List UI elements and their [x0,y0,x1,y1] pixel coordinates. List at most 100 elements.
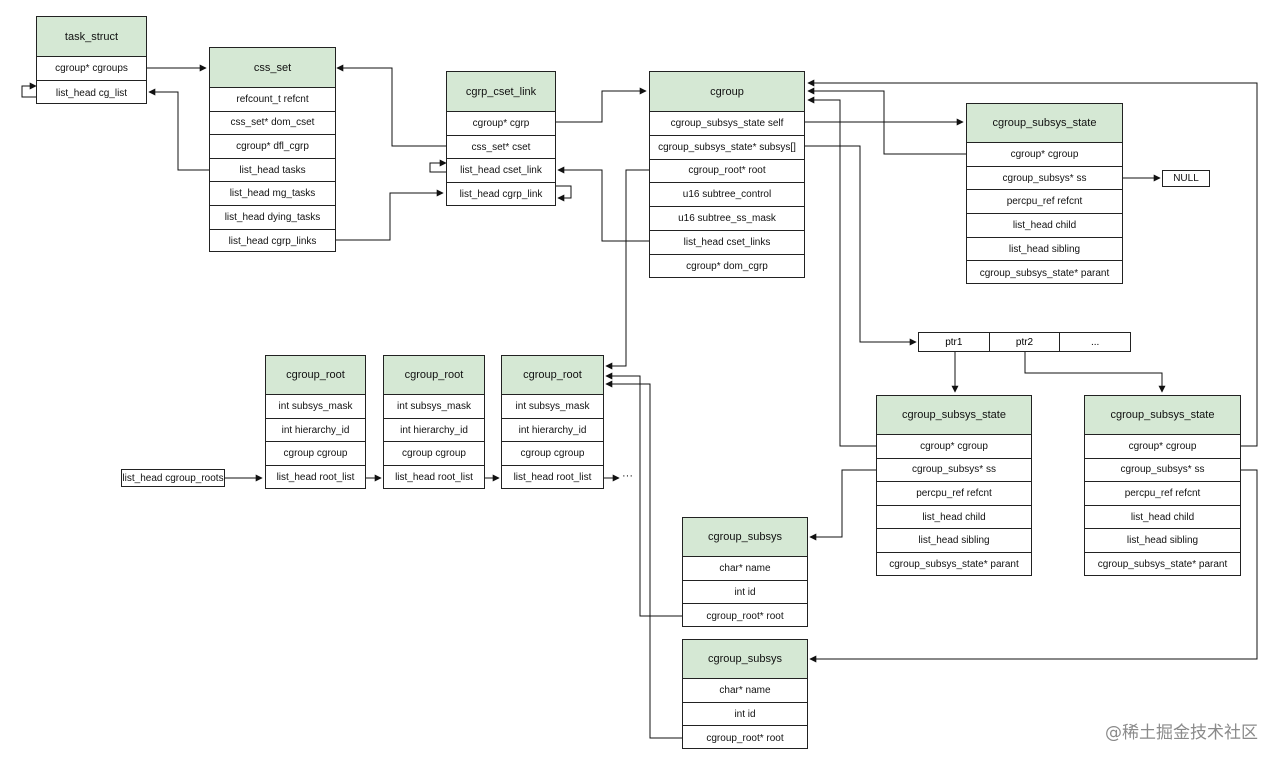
struct-field: cgroup* cgroup [877,435,1031,459]
struct-field: int id [683,703,807,727]
struct-field: char* name [683,679,807,703]
struct-field: int hierarchy_id [266,419,365,443]
struct-field: css_set* dom_cset [210,112,335,136]
struct-title: task_struct [37,17,146,57]
struct-field: list_head sibling [1085,529,1240,553]
edge-css-top-cgroup [807,87,966,155]
struct-field: cgroup_subsys* ss [1085,459,1240,483]
struct-title: cgroup_subsys_state [1085,396,1240,435]
struct-field: cgroup* dom_cgrp [686,261,768,273]
struct-field: percpu_ref refcnt [877,482,1031,506]
struct-title: cgroup_subsys [683,640,807,679]
struct-field: percpu_ref refcnt [967,190,1122,215]
struct-field: cgroup cgroup [266,442,365,467]
struct-field: cgroup_subsys_state* parant [889,559,1019,571]
edge-ptr2-to-css [1024,352,1166,393]
struct-field: list_head root_list [395,472,473,484]
struct-title: cgroup_root [266,356,365,395]
struct-field: int subsys_mask [266,395,365,419]
struct-field: percpu_ref refcnt [1085,482,1240,506]
struct-field: css_set* cset [447,136,555,160]
edge-subsys1-root [605,372,682,617]
struct-field: cgroup_subsys_state* subsys[] [650,136,804,160]
struct-field: cgroup_subsys* ss [877,459,1031,483]
struct-field: cgroup_subsys_state* parant [979,267,1110,279]
null-node: NULL [1162,170,1210,187]
struct-field: u16 subtree_control [650,183,804,208]
struct-field: cgroup cgroup [502,442,603,467]
struct-field: int hierarchy_id [384,419,484,443]
struct-field: refcount_t refcnt [210,88,335,112]
struct-field: list_head child [1085,506,1240,530]
struct-field: list_head cg_list [55,87,128,99]
edge-tasks-to-cg-list [148,88,209,171]
struct-field: list_head cset_links [650,231,804,255]
ptr-cell: ... [1091,336,1100,348]
struct-field: char* name [683,557,807,581]
struct-field: cgroup* cgroup [967,143,1122,167]
struct-field: list_head tasks [210,159,335,183]
struct-field: cgroup_subsys_state* parant [1097,559,1228,571]
struct-title: cgroup_root [502,356,603,395]
struct-field: list_head child [877,506,1031,530]
edge-css-right-ss [809,469,1258,663]
struct-field: list_head sibling [967,238,1122,262]
struct-field: int subsys_mask [502,395,603,419]
ptr-cell: ptr2 [990,333,1061,351]
struct-title: css_set [210,48,335,88]
edge-cset-to-css-set [336,64,446,147]
struct-field: cgroup_root* root [706,732,784,744]
struct-field: list_head cgrp_links [228,235,317,247]
root-list-continuation: ··· [622,470,633,482]
struct-title: cgrp_cset_link [447,72,555,112]
struct-field: list_head sibling [877,529,1031,553]
struct-field: cgroup_root* root [706,610,784,622]
struct-title: cgroup_root [384,356,484,395]
struct-field: list_head root_list [276,472,355,484]
cgroup-roots-head: list_head cgroup_roots [121,469,225,487]
edge-subsys-to-ptrs [805,145,917,346]
watermark: @稀土掘金技术社区 [1105,723,1258,743]
struct-field: cgroup_root* root [650,160,804,184]
subsys-pointer-array: ptr1 ptr2 ... [918,332,1131,352]
edge-cset-link-loop [429,159,447,173]
struct-field: cgroup_subsys* ss [967,167,1122,191]
struct-field: list_head dying_tasks [210,206,335,230]
struct-field: u16 subtree_ss_mask [650,207,804,231]
struct-title: cgroup_subsys_state [877,396,1031,435]
edge-cgrp-link-loop [556,185,572,202]
struct-field: cgroup* cgrp [447,112,555,136]
struct-field: cgroup* cgroups [37,57,146,81]
struct-title: cgroup_subsys_state [967,104,1122,143]
struct-field: list_head child [967,214,1122,238]
struct-field: list_head mg_tasks [210,182,335,206]
struct-title: cgroup_subsys [683,518,807,557]
struct-field: int subsys_mask [384,395,484,419]
edge-css-right-cgroup [807,79,1258,447]
edge-cgrp-to-cgroup [556,87,647,123]
edge-cg-list-loop [21,82,37,98]
edge-root-to-root3 [605,169,649,370]
struct-field: int id [683,581,807,605]
struct-field: cgroup* dfl_cgrp [210,135,335,159]
edge-css-mid-cgroup [807,96,876,447]
edge-css-mid-ss [809,469,876,541]
struct-title: cgroup [650,72,804,112]
struct-field: list_head root_list [513,472,592,484]
struct-field: cgroup cgroup [384,442,484,467]
edge-subsys2-root [605,380,682,739]
struct-field: cgroup* cgroup [1085,435,1240,459]
